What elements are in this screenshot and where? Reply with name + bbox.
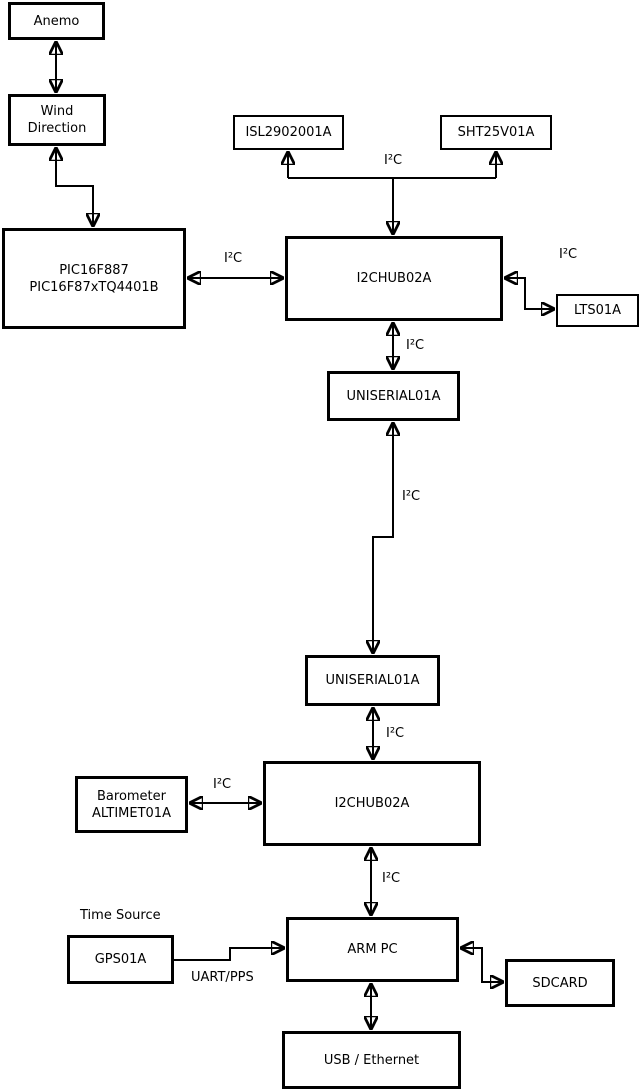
node-label: UNISERIAL01A bbox=[346, 388, 441, 404]
edge-armpc-sdcard bbox=[463, 948, 501, 982]
bus-label-i2c-hub-uniserial: I²C bbox=[406, 338, 425, 353]
node-barometer: Barometer ALTIMET01A bbox=[75, 776, 188, 833]
node-label: GPS01A bbox=[94, 952, 147, 967]
node-label: UNISERIAL01A bbox=[325, 673, 420, 688]
node-anemometer: Anemo bbox=[8, 2, 105, 40]
node-pic-microcontroller: PIC16F887 PIC16F87xTQ4401B bbox=[2, 228, 186, 329]
edge-gps-armpc bbox=[173, 948, 282, 961]
node-wind-direction: Wind Direction bbox=[8, 94, 106, 146]
node-label: ARM PC bbox=[347, 942, 398, 957]
edge-uniserial1-uniserial2 bbox=[373, 425, 393, 651]
bus-label-i2c-tee: I²C bbox=[384, 153, 403, 168]
node-label: I2CHUB02A bbox=[356, 271, 432, 286]
node-label-line1: Wind bbox=[40, 104, 74, 119]
node-gps01a: GPS01A bbox=[67, 935, 174, 984]
node-uniserial-bottom: UNISERIAL01A bbox=[305, 655, 440, 706]
node-label: Anemo bbox=[33, 13, 80, 29]
node-uniserial-top: UNISERIAL01A bbox=[327, 371, 460, 421]
bus-label-i2c-uniserial-link: I²C bbox=[402, 489, 421, 504]
node-label-line2: ALTIMET01A bbox=[92, 805, 171, 821]
bus-label-i2c-pic-hub: I²C bbox=[224, 251, 243, 266]
node-i2c-hub-top: I2CHUB02A bbox=[285, 236, 503, 321]
bus-label-i2c-barometer-hub2: I²C bbox=[213, 777, 232, 792]
node-label-line2: PIC16F87xTQ4401B bbox=[29, 279, 159, 295]
edge-i2chub1-lts bbox=[507, 278, 552, 309]
node-arm-pc: ARM PC bbox=[286, 917, 459, 982]
edge-wind-pic bbox=[56, 150, 93, 224]
bus-label-i2c-hub-lts: I²C bbox=[559, 247, 578, 262]
node-i2c-hub-bottom: I2CHUB02A bbox=[263, 761, 481, 846]
bus-label-i2c-uniserial-hub2: I²C bbox=[386, 726, 405, 741]
node-label: USB / Ethernet bbox=[323, 1052, 420, 1068]
node-lts01a: LTS01A bbox=[556, 294, 639, 327]
node-label: SDCARD bbox=[532, 975, 588, 991]
annotation-time-source: Time Source bbox=[80, 908, 161, 923]
node-label-line1: Barometer bbox=[97, 788, 166, 804]
node-usb-ethernet: USB / Ethernet bbox=[282, 1031, 461, 1089]
node-sdcard: SDCARD bbox=[505, 959, 615, 1007]
node-label: SHT25V01A bbox=[457, 125, 535, 140]
node-label-line1: PIC16F887 bbox=[59, 262, 129, 278]
node-label: LTS01A bbox=[573, 303, 622, 318]
node-label: ISL2902001A bbox=[245, 125, 332, 140]
bus-label-i2c-hub2-armpc: I²C bbox=[382, 871, 401, 886]
node-label-line2: Direction bbox=[27, 121, 87, 136]
node-sht25v01a: SHT25V01A bbox=[440, 115, 552, 150]
node-label: I2CHUB02A bbox=[334, 796, 410, 811]
node-isl2902001a: ISL2902001A bbox=[233, 115, 344, 150]
bus-label-uart-pps: UART/PPS bbox=[191, 970, 254, 985]
